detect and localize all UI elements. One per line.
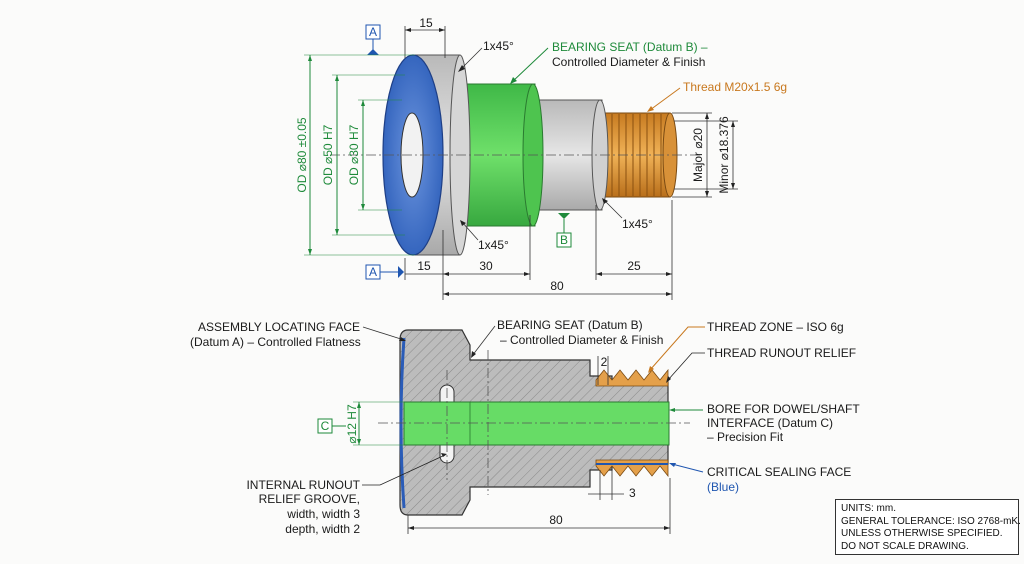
svg-text:⌀12 H7: ⌀12 H7	[345, 404, 359, 444]
note-tolerance: GENERAL TOLERANCE: ISO 2768-mK.	[841, 515, 1021, 527]
part-section-view	[378, 329, 690, 516]
sealing-face-callout: CRITICAL SEALING FACE (Blue)	[669, 463, 851, 494]
svg-text:RELIEF GROOVE,: RELIEF GROOVE,	[259, 492, 360, 506]
svg-text:BEARING SEAT (Datum B) –: BEARING SEAT (Datum B) –	[552, 40, 708, 54]
dim-flange-top: 15	[404, 16, 446, 58]
svg-text:OD ⌀30 H7: OD ⌀30 H7	[347, 124, 361, 185]
svg-text:1x45°: 1x45°	[478, 238, 509, 252]
svg-text:15: 15	[417, 259, 431, 273]
svg-text:BEARING SEAT (Datum B): BEARING SEAT (Datum B)	[497, 318, 643, 332]
datum-a-top: A	[365, 24, 381, 55]
svg-text:(Blue): (Blue)	[707, 480, 739, 494]
thread-callout: Thread M20x1.5 6g	[647, 80, 787, 112]
svg-text:2: 2	[601, 355, 608, 369]
svg-text:30: 30	[479, 259, 493, 273]
svg-text:OD ⌀80 ±0.05: OD ⌀80 ±0.05	[295, 117, 309, 193]
svg-text:CRITICAL SEALING FACE: CRITICAL SEALING FACE	[707, 465, 851, 479]
svg-text:OD ⌀50 H7: OD ⌀50 H7	[321, 124, 335, 185]
svg-text:25: 25	[627, 259, 641, 273]
svg-text:B: B	[560, 233, 568, 247]
thread-runout-callout: THREAD RUNOUT RELIEF	[666, 346, 856, 383]
general-notes-box: UNITS: mm. GENERAL TOLERANCE: ISO 2768-m…	[835, 499, 1021, 555]
svg-text:(Datum A) – Controlled Flatnes: (Datum A) – Controlled Flatness	[190, 335, 361, 349]
datum-c: C	[317, 418, 346, 434]
groove-callout: INTERNAL RUNOUT RELIEF GROOVE, width, wi…	[246, 453, 447, 536]
thread-zone-section	[595, 368, 669, 478]
svg-text:Thread M20x1.5 6g: Thread M20x1.5 6g	[683, 80, 787, 94]
bore-callout: BORE FOR DOWEL/SHAFT INTERFACE (Datum C)…	[669, 402, 860, 444]
length-dims-top: 15 30 25 80	[404, 200, 673, 300]
svg-text:depth, width 2: depth, width 2	[285, 522, 360, 536]
svg-text:80: 80	[550, 279, 564, 293]
note-units: UNITS: mm.	[841, 503, 896, 514]
datum-b: B	[556, 213, 572, 248]
svg-text:80: 80	[549, 513, 563, 527]
svg-text:15: 15	[419, 16, 433, 30]
svg-text:Minor ⌀18.376: Minor ⌀18.376	[717, 116, 731, 194]
svg-text:ASSEMBLY LOCATING FACE: ASSEMBLY LOCATING FACE	[198, 320, 360, 334]
svg-text:THREAD RUNOUT RELIEF: THREAD RUNOUT RELIEF	[707, 346, 856, 360]
note-do-not-scale: DO NOT SCALE DRAWING.	[841, 540, 969, 552]
thread-zone-callout: THREAD ZONE – ISO 6g	[648, 320, 844, 373]
chamfer-step-label: 1x45°	[602, 198, 653, 231]
svg-text:1x45°: 1x45°	[622, 217, 653, 231]
bore-section	[403, 401, 670, 446]
svg-text:1x45°: 1x45°	[483, 39, 514, 53]
datum-a-bottom: A	[365, 264, 404, 280]
svg-text:3: 3	[629, 486, 636, 500]
chamfer-top-label: 1x45°	[458, 39, 514, 72]
assembly-face-callout: ASSEMBLY LOCATING FACE (Datum A) – Contr…	[190, 320, 406, 349]
svg-text:INTERNAL RUNOUT: INTERNAL RUNOUT	[246, 478, 360, 492]
bearing-seat-section-callout: BEARING SEAT (Datum B) – Controlled Diam…	[471, 318, 663, 358]
svg-text:width, width 3: width, width 3	[286, 507, 360, 521]
thread-diameter-dims: Major ⌀20 Minor ⌀18.376	[672, 112, 738, 198]
note-unless: UNLESS OTHERWISE SPECIFIED.	[841, 528, 1003, 539]
svg-text:– Controlled Diameter & Finish: – Controlled Diameter & Finish	[500, 333, 663, 347]
svg-text:INTERFACE (Datum C): INTERFACE (Datum C)	[707, 416, 833, 430]
svg-text:C: C	[321, 419, 330, 433]
runout-dim-2: 2	[597, 355, 609, 385]
svg-text:Major ⌀20: Major ⌀20	[691, 128, 705, 182]
od-dimensions: OD ⌀80 ±0.05 OD ⌀50 H7 OD ⌀30 H7	[295, 54, 415, 256]
groove-dim-3: 3	[588, 470, 636, 500]
part-3d-view	[330, 54, 700, 256]
svg-text:A: A	[369, 25, 377, 39]
bearing-seat-callout: BEARING SEAT (Datum B) – Controlled Diam…	[510, 40, 708, 84]
svg-text:A: A	[369, 265, 377, 279]
svg-text:BORE FOR DOWEL/SHAFT: BORE FOR DOWEL/SHAFT	[707, 402, 860, 416]
chamfer-bottom-label: 1x45°	[460, 220, 509, 252]
bore-diameter-dim: ⌀12 H7	[345, 401, 404, 446]
svg-text:– Precision Fit: – Precision Fit	[707, 430, 784, 444]
length-dim-section: 80	[407, 478, 671, 534]
svg-text:Controlled Diameter & Finish: Controlled Diameter & Finish	[552, 55, 705, 69]
svg-text:THREAD ZONE – ISO 6g: THREAD ZONE – ISO 6g	[707, 320, 844, 334]
